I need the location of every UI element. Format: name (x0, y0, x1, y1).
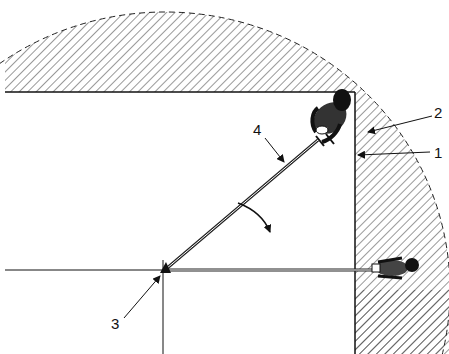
rotation-arrow (238, 203, 270, 232)
climber-figure (372, 258, 419, 278)
rope-core (166, 140, 318, 269)
hatched-wall (355, 290, 449, 354)
climber-figure (307, 89, 353, 146)
hatched-rock (5, 0, 449, 354)
callout-number: 3 (110, 316, 120, 331)
wall-edge (354, 92, 356, 354)
callout-number: 1 (433, 145, 443, 160)
anchor-point (160, 262, 171, 273)
leader-line (368, 116, 432, 132)
leader-line (358, 152, 430, 155)
reference-line (5, 270, 165, 271)
callout-number: 2 (433, 105, 443, 120)
reference-line (163, 260, 164, 354)
swing-arc (0, 12, 449, 354)
ledge-edge (5, 91, 355, 93)
leader-line (124, 276, 160, 318)
rope-core (166, 270, 372, 271)
rope (166, 269, 372, 272)
callout-number: 4 (252, 122, 262, 137)
leader-line (265, 138, 284, 162)
rope (166, 140, 318, 269)
